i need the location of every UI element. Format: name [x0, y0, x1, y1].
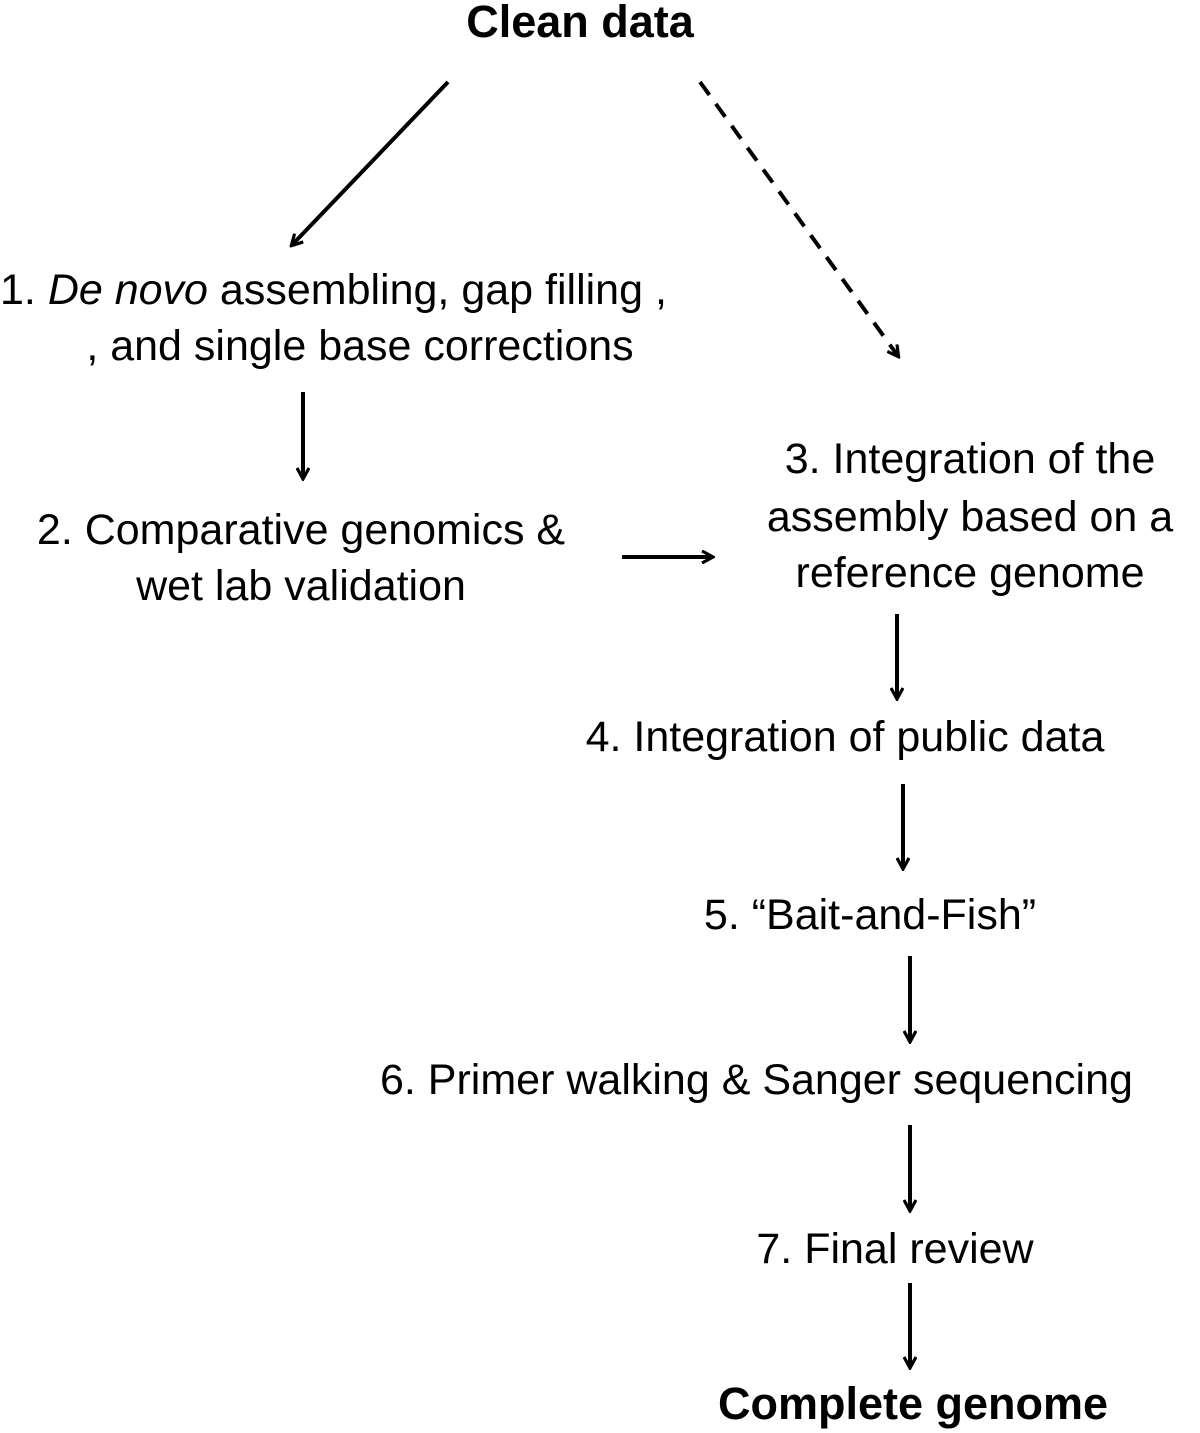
- step-1-number: 1.: [0, 266, 48, 314]
- step-1-italic: De novo: [47, 266, 208, 314]
- step-4: 4. Integration of public data: [585, 713, 1105, 761]
- start-node: Clean data: [466, 0, 694, 47]
- step-1-rest: assembling, gap filling ,: [207, 266, 667, 314]
- step-1-line2: , and single base corrections: [86, 322, 634, 370]
- step-6: 6. Primer walking & Sanger sequencing: [380, 1056, 1133, 1104]
- step-2-line1: 2. Comparative genomics &: [36, 506, 566, 554]
- step-3-line3: reference genome: [795, 549, 1145, 597]
- arrow-clean-to-step3-dashed: [698, 80, 898, 356]
- step-1: 1. De novo assembling, gap filling ,: [0, 262, 730, 318]
- step-3-line2: assembly based on a: [766, 493, 1174, 541]
- step-3-line1: 3. Integration of the: [784, 435, 1156, 483]
- end-node: Complete genome: [717, 1378, 1109, 1429]
- step-7: 7. Final review: [756, 1225, 1034, 1273]
- step-5: 5. “Bait-and-Fish”: [703, 891, 1037, 939]
- step-2-line2: wet lab validation: [136, 562, 466, 610]
- arrow-clean-to-step1: [292, 80, 450, 245]
